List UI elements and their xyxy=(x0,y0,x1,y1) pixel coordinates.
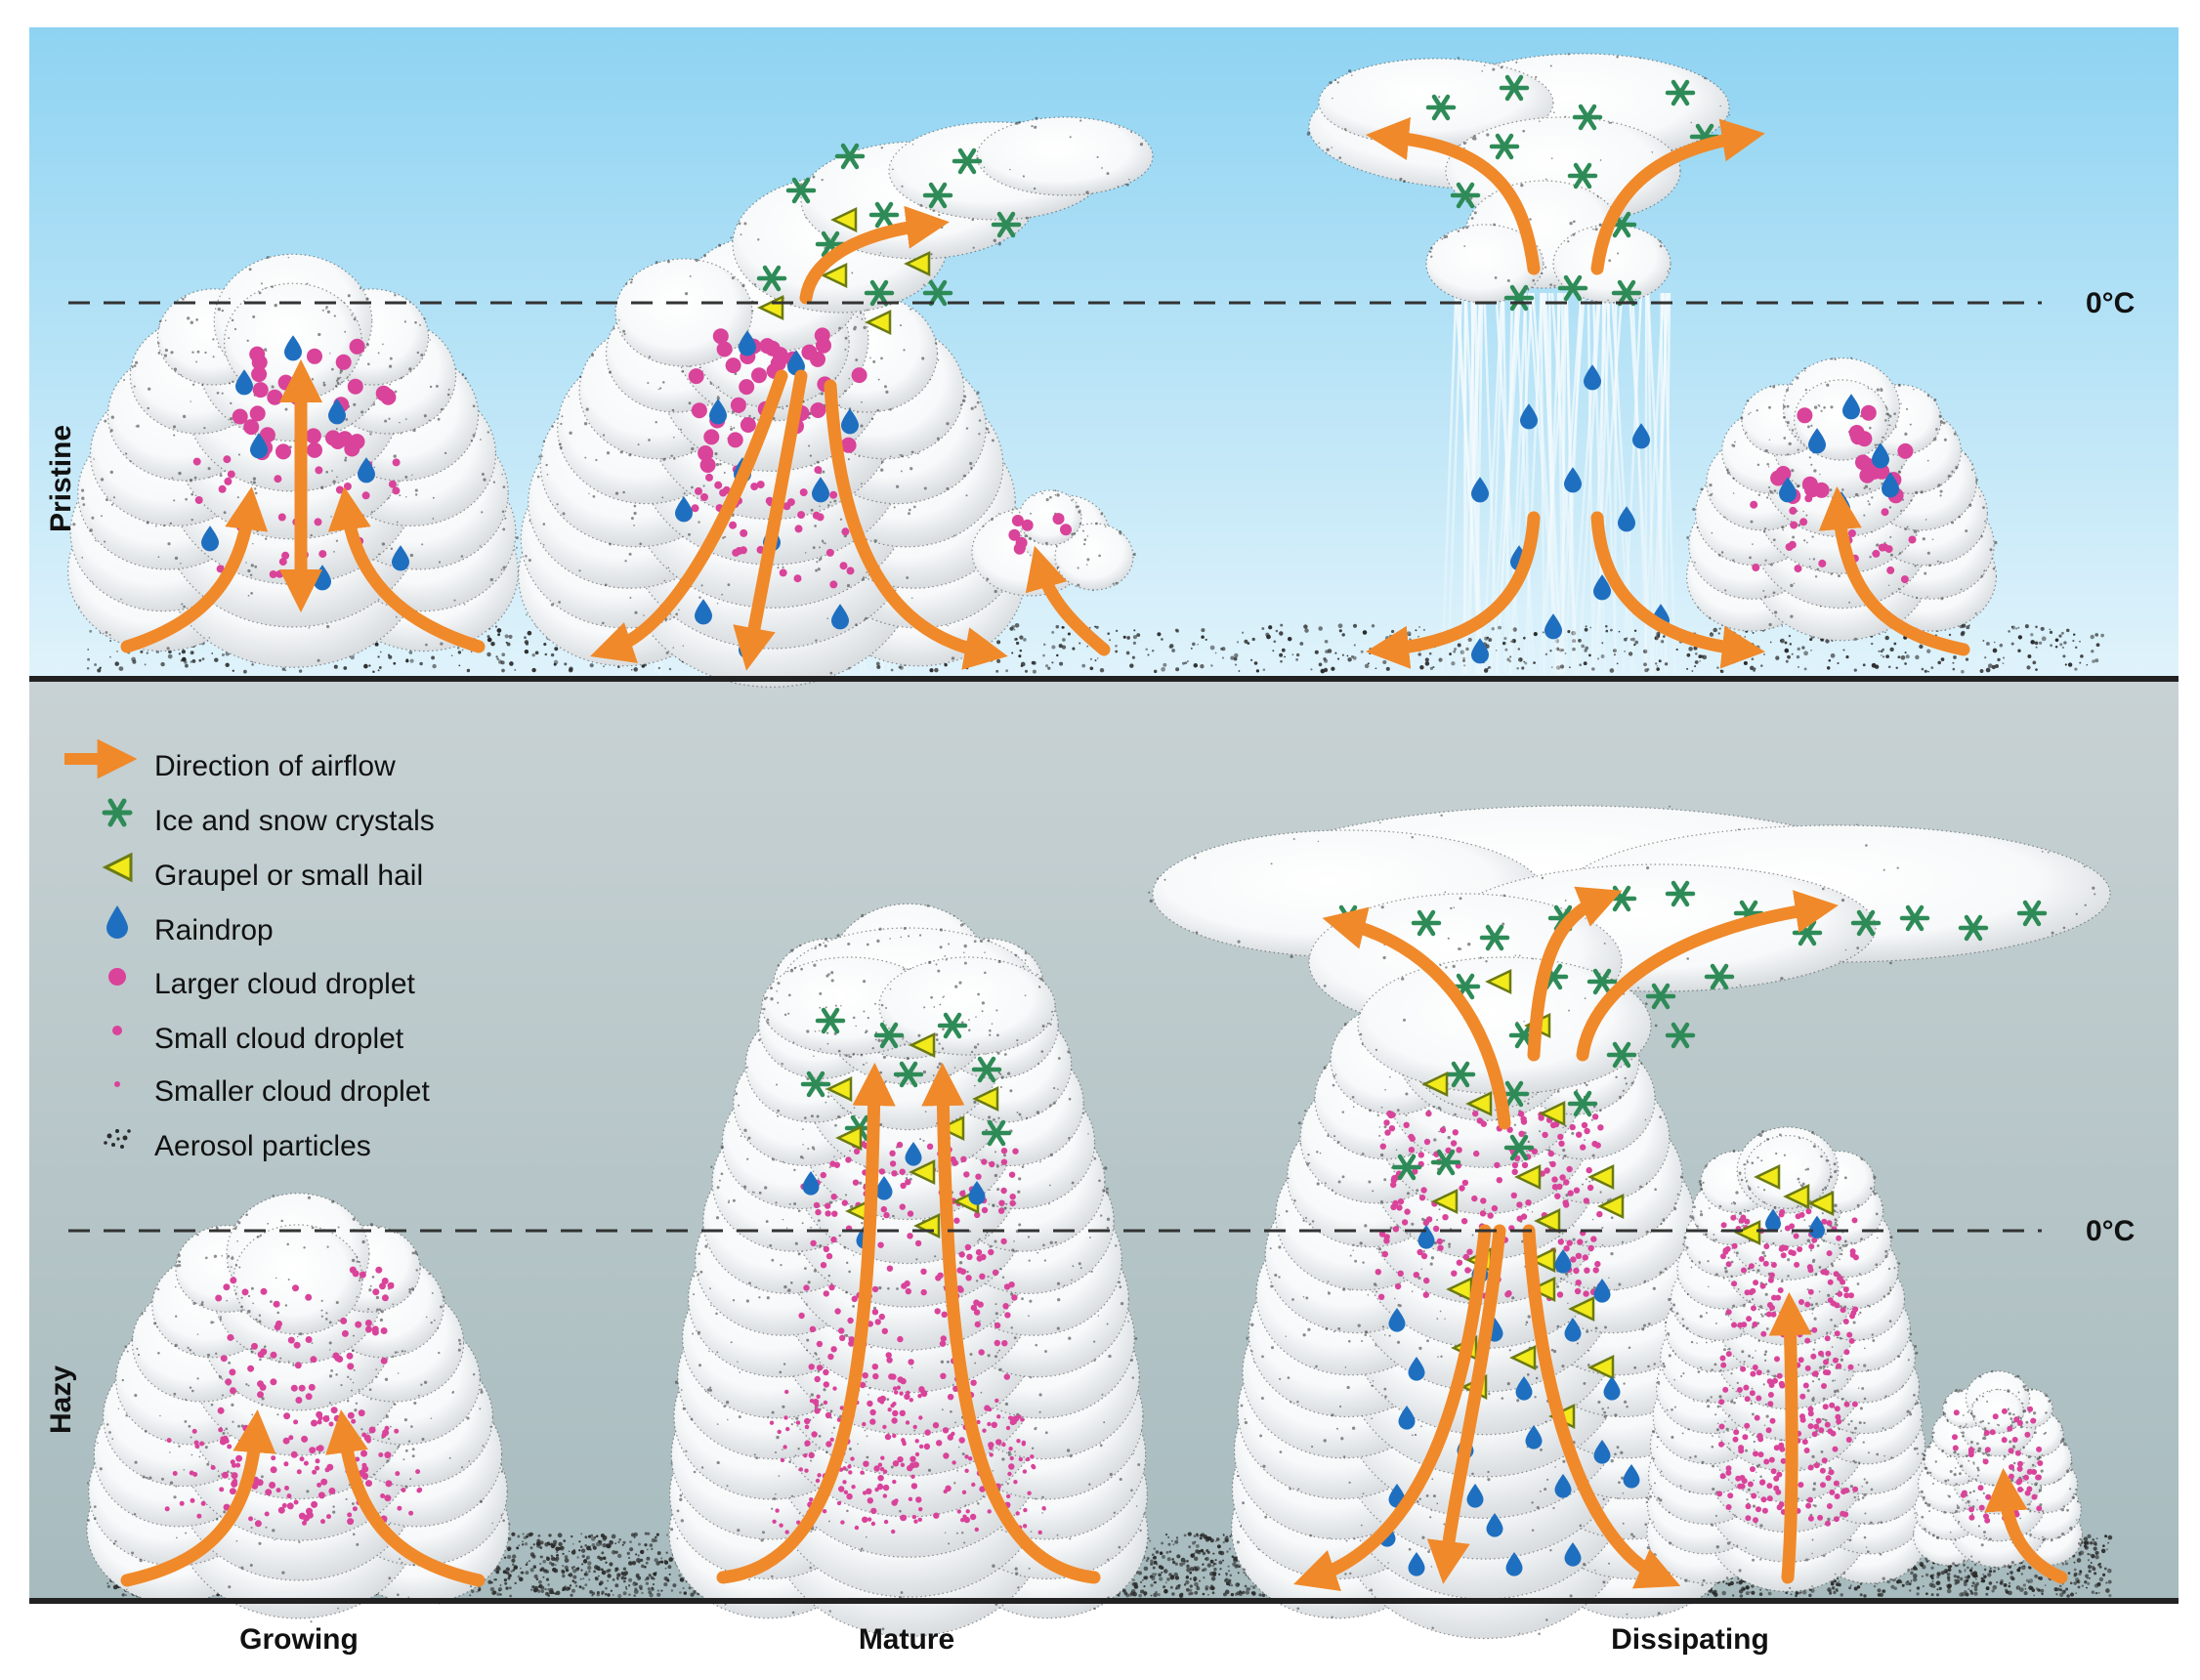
airflow-arrow xyxy=(590,369,788,663)
large-droplet-icon xyxy=(108,968,126,986)
airflow-arrow xyxy=(120,486,269,653)
airflow-arrow xyxy=(1293,1224,1492,1591)
airflow-arrow xyxy=(1365,117,1541,275)
airflow-arrow xyxy=(1366,511,1541,669)
airflow-arrow xyxy=(799,205,950,305)
aerosol-icon xyxy=(104,1129,131,1149)
legend-item-smaller-droplet: Smaller cloud droplet xyxy=(114,1075,430,1108)
legend-label: Smaller cloud droplet xyxy=(154,1075,430,1108)
airflow-arrow xyxy=(120,1408,276,1587)
panel-divider xyxy=(29,676,2179,682)
airflow-arrow xyxy=(1590,511,1765,669)
stage-label-mature: Mature xyxy=(859,1623,954,1656)
legend-item-raindrop: Raindrop xyxy=(106,905,274,946)
legend-label: Graupel or small hail xyxy=(154,860,423,892)
airflow-arrow xyxy=(325,1409,486,1587)
legend-item-small-droplet: Small cloud droplet xyxy=(112,1023,404,1055)
legend-item-graupel: Graupel or small hail xyxy=(102,852,423,892)
pristine-label: Pristine xyxy=(45,425,77,532)
legend-item-aerosol: Aerosol particles xyxy=(104,1129,371,1162)
legend-label: Larger cloud droplet xyxy=(154,968,416,1000)
legend-label: Small cloud droplet xyxy=(154,1023,404,1055)
legend-label: Aerosol particles xyxy=(154,1130,371,1162)
airflow-arrow xyxy=(1590,118,1765,275)
legend-label: Raindrop xyxy=(154,914,274,946)
legend-label: Ice and snow crystals xyxy=(154,805,435,837)
legend-label: Direction of airflow xyxy=(154,750,396,782)
pristine-mature-particles xyxy=(675,143,1022,659)
airflow-arrow xyxy=(1576,890,1839,1062)
airflow-arrow xyxy=(824,379,1008,670)
legend-item-large-droplet: Larger cloud droplet xyxy=(108,968,416,1000)
airflow-arrow xyxy=(1768,1291,1812,1584)
graupel-icon xyxy=(102,852,133,883)
airflow-arrows xyxy=(120,117,2068,1591)
airflow-arrow xyxy=(1818,485,1970,656)
smaller-droplet-icon xyxy=(114,1081,120,1087)
raindrop-icon xyxy=(106,905,128,939)
airflow-arrow xyxy=(1527,886,1623,1062)
airflow-arrow xyxy=(716,1062,896,1584)
legend-item-ice: Ice and snow crystals xyxy=(102,798,435,837)
airflow-arrow xyxy=(733,369,808,671)
airflow-arrow xyxy=(921,1062,1101,1584)
airflow-arrow xyxy=(1322,906,1511,1130)
freezing-level-label-hazy: 0°C xyxy=(2086,1215,2135,1247)
airflow-arrow xyxy=(327,486,486,653)
airflow-arrow xyxy=(1984,1467,2068,1584)
airflow-arrow xyxy=(1025,545,1111,656)
airflow-arrow xyxy=(1426,1224,1506,1584)
stage-label-growing: Growing xyxy=(239,1623,359,1656)
airflow-arrow xyxy=(1522,1224,1681,1589)
ice-crystal-icon xyxy=(102,798,133,827)
legend-item-airflow: Direction of airflow xyxy=(64,738,396,782)
pristine-dissipating-particles xyxy=(1425,74,1720,664)
small-droplet-icon xyxy=(112,1026,122,1035)
hazy-label: Hazy xyxy=(45,1365,77,1434)
freezing-level-label-pristine: 0°C xyxy=(2086,287,2135,319)
ground-line xyxy=(29,1598,2179,1604)
legend: Direction of airflow Ice and snow crysta… xyxy=(64,738,435,1162)
pristine-right-particles xyxy=(1750,394,1917,584)
stage-label-dissipating: Dissipating xyxy=(1611,1623,1769,1656)
